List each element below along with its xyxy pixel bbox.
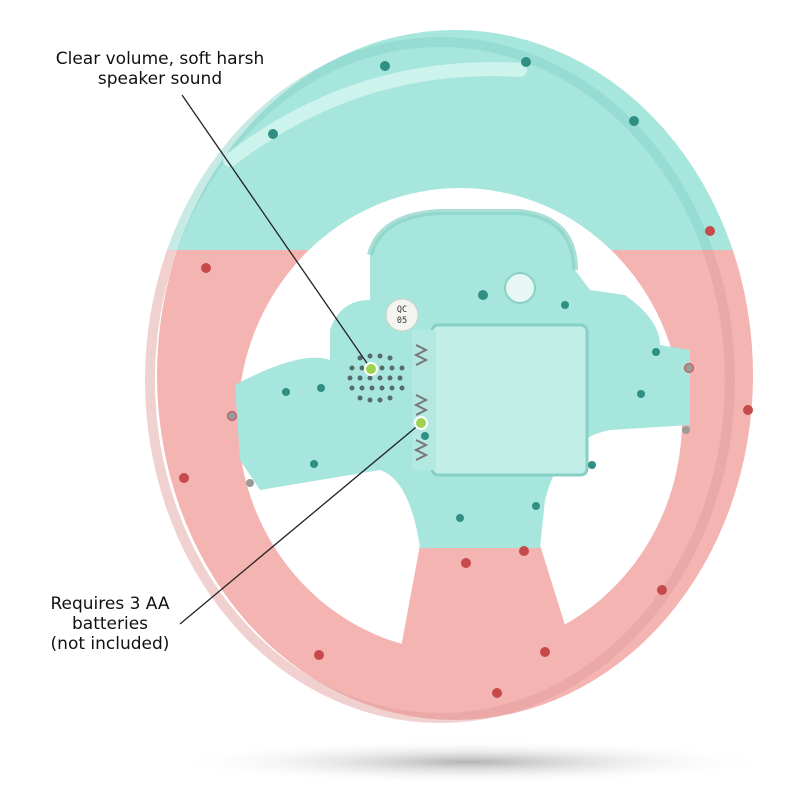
qc-sticker-line1: QC — [397, 305, 407, 315]
battery-spring — [413, 344, 429, 461]
floor-shadow — [170, 740, 770, 784]
screw-holes — [282, 301, 660, 522]
battery-cover — [430, 323, 589, 477]
qc-sticker-line2: 05 — [397, 316, 407, 326]
speaker-leader-line — [181, 94, 372, 370]
speaker-callout-text: Clear volume, soft harsh speaker sound — [55, 49, 265, 89]
callout-lines — [179, 94, 422, 625]
battery-leader-line — [179, 422, 422, 625]
wheel-hub: QC 05 — [235, 209, 690, 548]
battery-marker — [414, 416, 428, 430]
speaker-grille — [347, 353, 405, 403]
qc-sticker: QC 05 — [385, 298, 419, 332]
battery-callout-text: Requires 3 AA batteries (not included) — [50, 594, 170, 654]
rim-teal-section — [177, 30, 733, 250]
speaker-marker — [364, 362, 378, 376]
rim-holes — [179, 57, 753, 698]
power-switch — [504, 272, 536, 304]
bottom-spoke — [395, 545, 565, 690]
